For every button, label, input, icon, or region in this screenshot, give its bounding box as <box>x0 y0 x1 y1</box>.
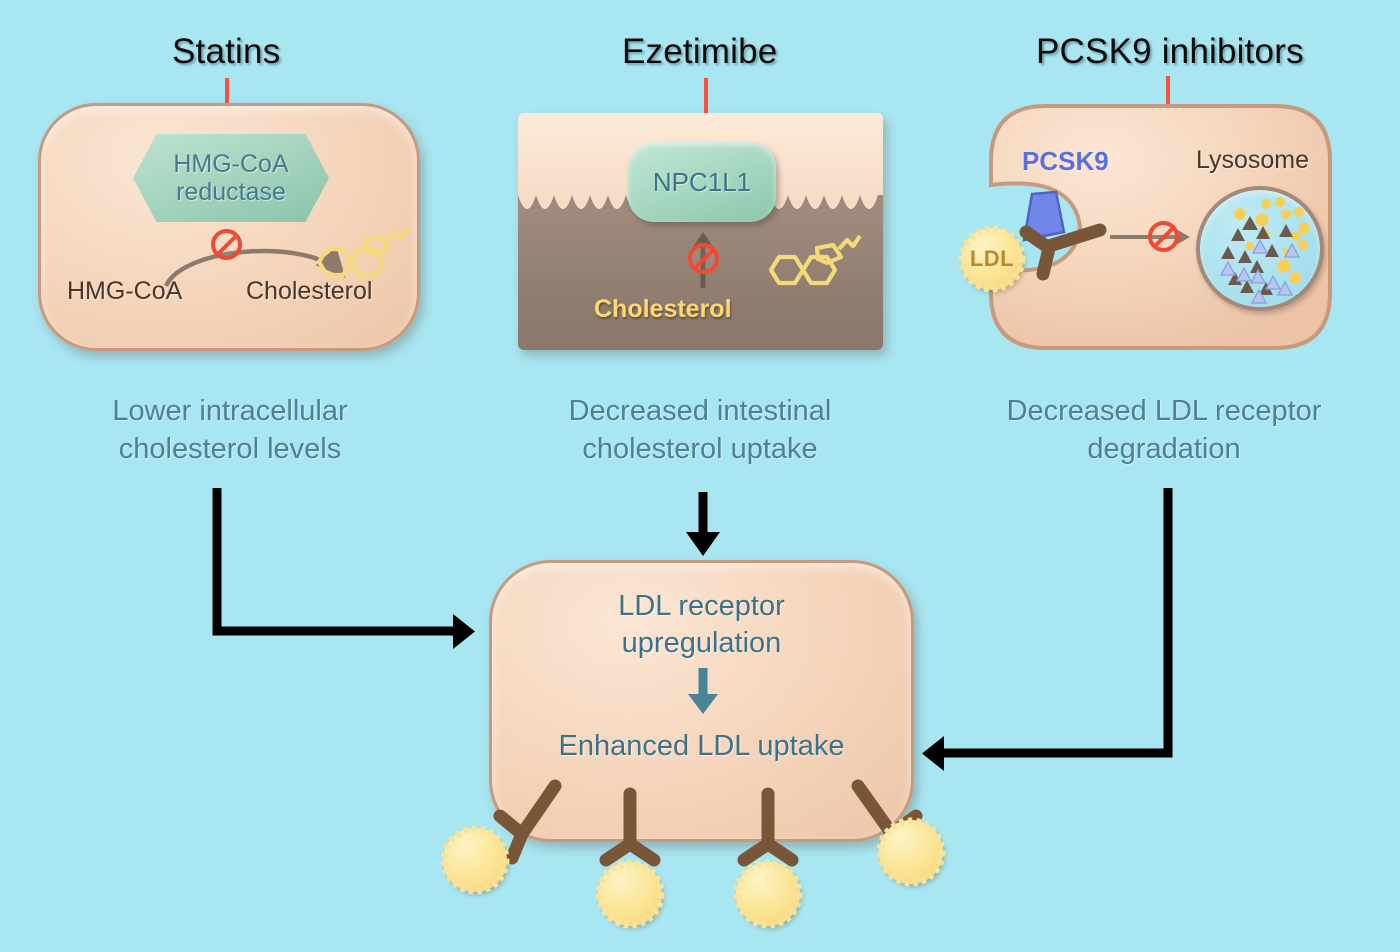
caption-statins: Lower intracellular cholesterol levels <box>35 392 425 469</box>
ldl-scallop-edge <box>733 859 803 929</box>
ldl-receptor-icon-3 <box>737 787 799 867</box>
cholesterol-label-intestine: Cholesterol <box>594 295 732 323</box>
caption-pcsk9: Decreased LDL receptor degradation <box>963 392 1365 469</box>
enzyme-label-line1: HMG-CoA <box>173 149 289 178</box>
flow-arrow-left <box>212 488 475 649</box>
lysosome-label: Lysosome <box>1196 146 1310 174</box>
prohibition-icon-ezetimibe <box>688 243 719 274</box>
inhibitor-stem <box>704 78 708 129</box>
caption-pcsk9-line2: degradation <box>1087 433 1241 466</box>
lysosome-contents <box>1219 197 1310 304</box>
ldl-scallop-edge <box>876 817 946 887</box>
ldl-particle-3 <box>733 859 803 929</box>
cholesterol-structure-icon-intestine <box>768 234 862 286</box>
inhibitor-stem <box>225 78 229 126</box>
pcsk9-protein-label: PCSK9 <box>1022 146 1109 176</box>
caption-statins-line2: cholesterol levels <box>118 433 342 466</box>
outcome-text-bottom: Enhanced LDL uptake <box>489 728 914 765</box>
flow-arrow-middle <box>686 492 720 556</box>
hmg-coa-reductase-enzyme: HMG-CoA reductase <box>133 134 329 222</box>
reaction-arrow-statins <box>163 246 346 288</box>
outcome-text-top: LDL receptor upregulation <box>489 588 914 662</box>
ldl-particle-2 <box>595 859 665 929</box>
intestinal-epithelium <box>518 113 883 350</box>
caption-ezetimibe-line1: Decreased intestinal <box>568 395 832 427</box>
drug-title-ezetimibe: Ezetimibe <box>622 32 778 71</box>
ldl-receptor-icon-1 <box>493 779 562 865</box>
outcome-line1: LDL receptor <box>618 590 785 622</box>
npc1l1-transporter: NPC1L1 <box>628 142 776 222</box>
cholesterol-structure-icon-statins <box>316 226 410 278</box>
caption-pcsk9-line1: Decreased LDL receptor <box>1006 395 1322 427</box>
caption-statins-line1: Lower intracellular <box>112 395 348 427</box>
ldl-particle-4 <box>876 817 946 887</box>
prohibition-icon-pcsk9 <box>1148 221 1179 252</box>
ldl-receptor-icon-2 <box>599 787 661 867</box>
ldl-scallop-edge <box>958 225 1026 293</box>
caption-ezetimibe: Decreased intestinal cholesterol uptake <box>505 392 895 469</box>
lysosome-organelle <box>1196 186 1324 311</box>
product-label-cholesterol: Cholesterol <box>246 277 373 305</box>
enzyme-label-line2: reductase <box>176 178 286 206</box>
outcome-down-arrow <box>688 668 718 714</box>
outcome-line2: upregulation <box>621 627 782 660</box>
flow-arrow-right <box>922 488 1173 771</box>
transporter-label: NPC1L1 <box>652 166 752 197</box>
substrate-label-hmgcoa: HMG-CoA <box>67 277 183 305</box>
ldl-particle-1 <box>440 825 510 895</box>
ldl-particle-pcsk9: LDL <box>958 225 1026 293</box>
ldl-scallop-edge <box>440 825 510 895</box>
ldl-scallop-edge <box>595 859 665 929</box>
ldl-receptor-icon-pcsk9 <box>1019 190 1107 281</box>
outcome-line3: Enhanced LDL uptake <box>558 730 845 762</box>
ldl-label: LDL <box>969 246 1015 271</box>
drug-title-pcsk9-inhibitors: PCSK9 inhibitors <box>1036 32 1304 71</box>
prohibition-icon-statins <box>211 229 242 260</box>
drug-title-statins: Statins <box>172 32 281 71</box>
caption-ezetimibe-line2: cholesterol uptake <box>582 433 818 466</box>
